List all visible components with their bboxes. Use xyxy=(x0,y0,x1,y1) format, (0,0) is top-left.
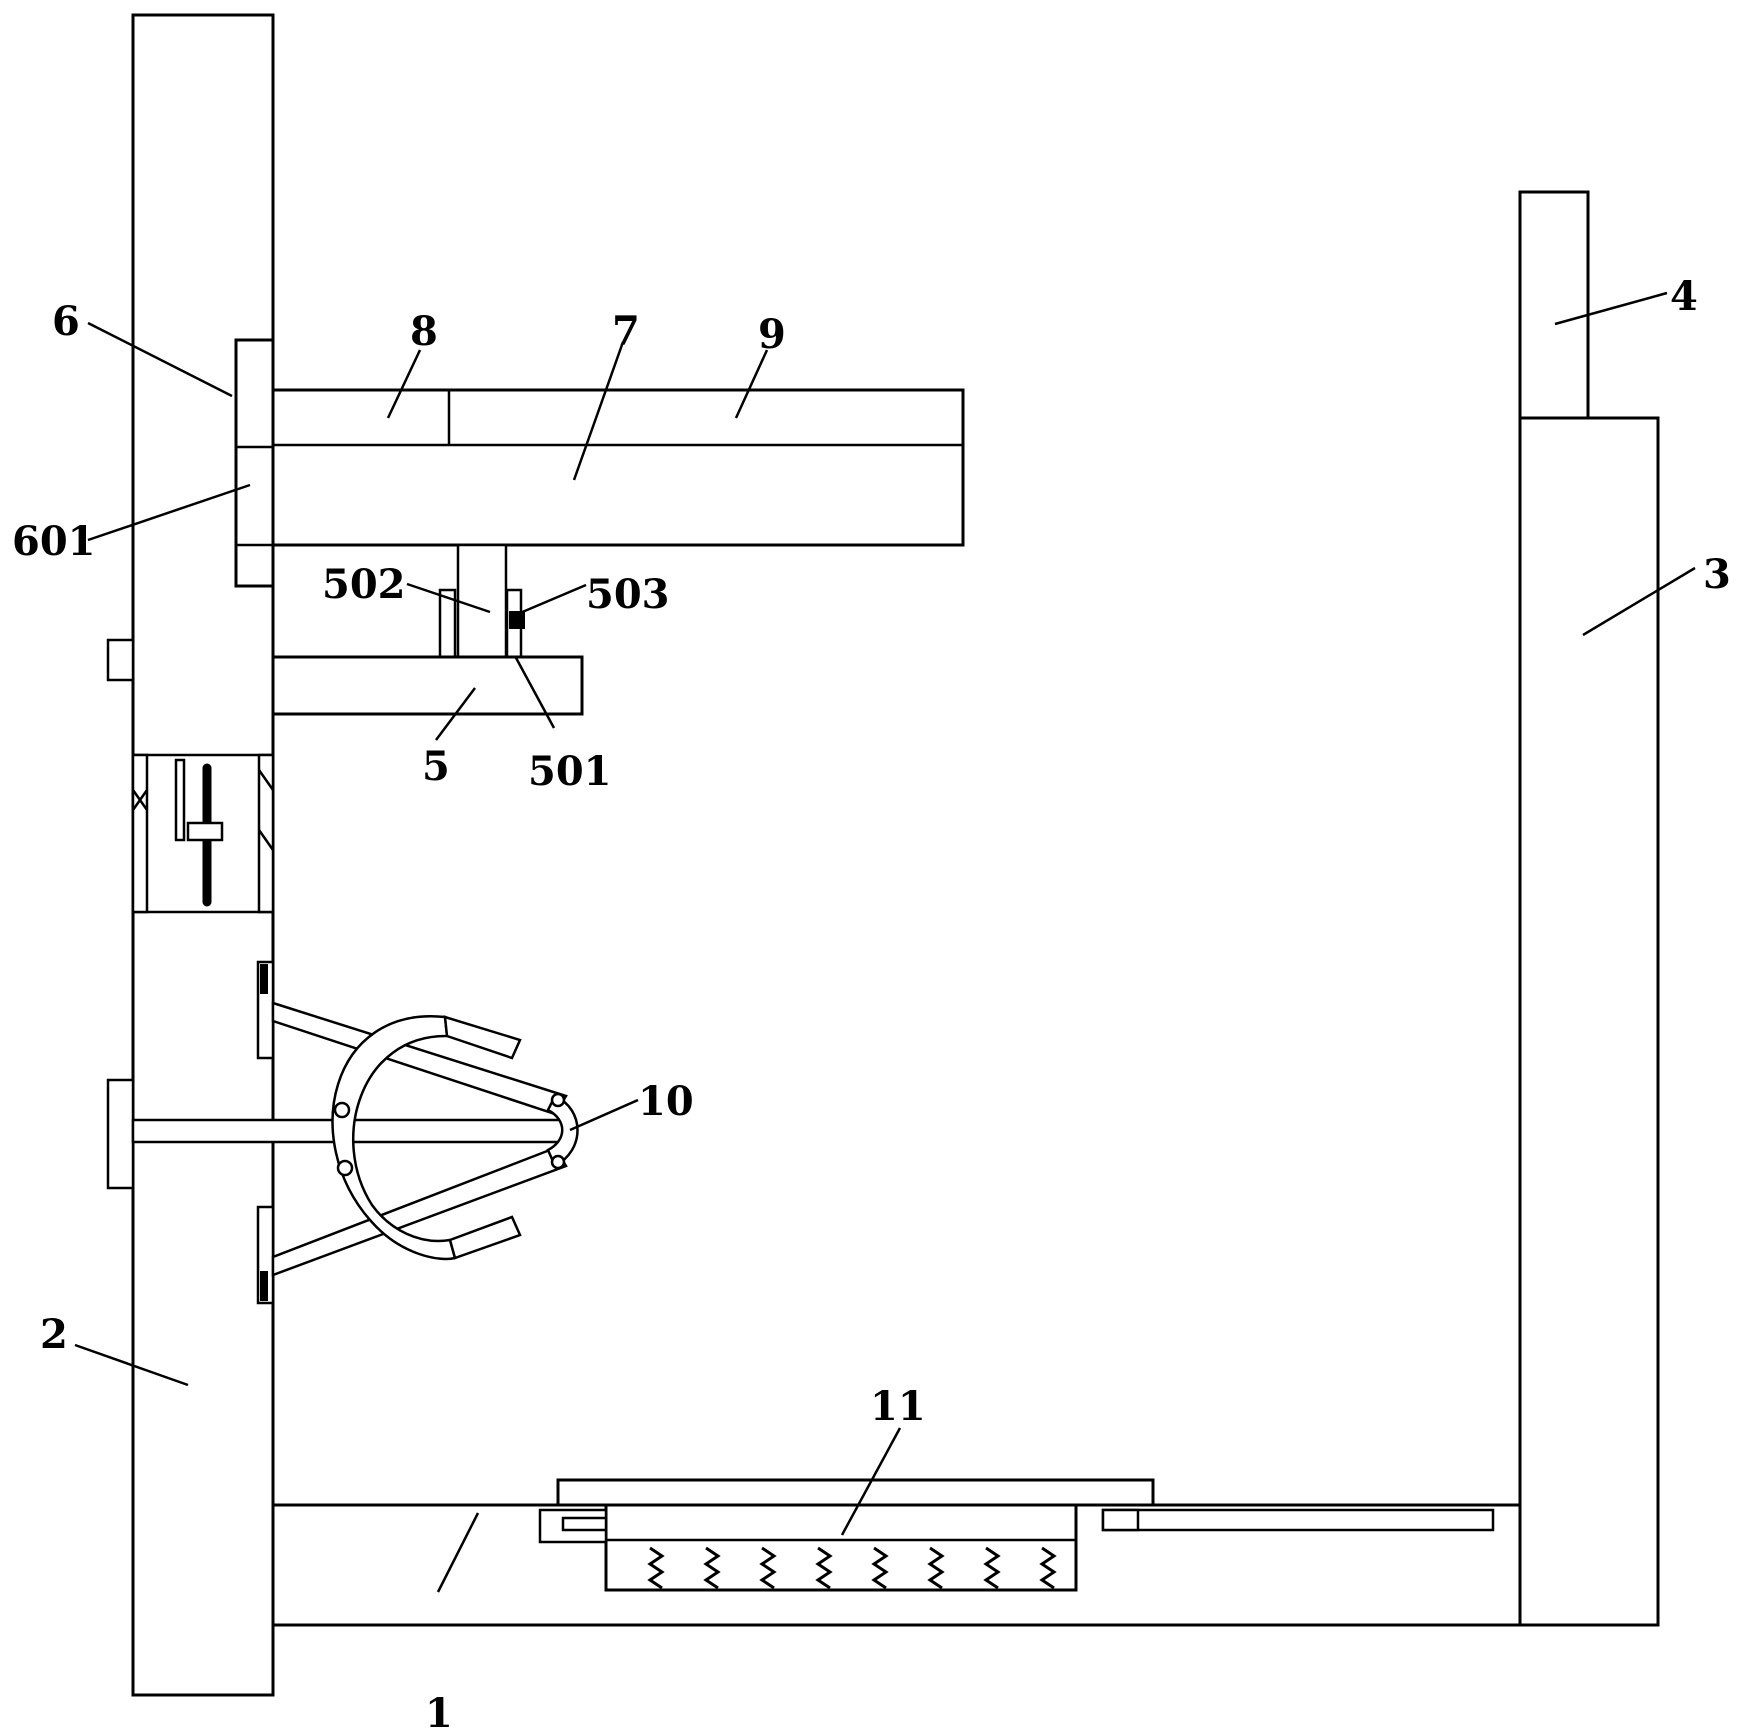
leader-503 xyxy=(519,583,587,615)
callout-5: 5 xyxy=(422,743,450,790)
leader-1 xyxy=(436,1512,480,1593)
right-slide-stop xyxy=(1101,1508,1140,1532)
leader-8 xyxy=(386,349,422,419)
right-slide-rail xyxy=(1101,1508,1495,1532)
tray-body xyxy=(604,1503,1078,1592)
window-left-hatch xyxy=(131,753,149,914)
spring-4 xyxy=(815,1546,833,1590)
callout-8: 8 xyxy=(410,308,438,355)
callout-1: 1 xyxy=(425,1690,453,1730)
leader-9 xyxy=(734,349,769,419)
callout-601: 601 xyxy=(12,518,96,565)
bracket-plate xyxy=(271,655,584,716)
leader-5 xyxy=(435,687,476,741)
callout-2: 2 xyxy=(40,1311,68,1358)
spring-3 xyxy=(759,1546,777,1590)
callout-11: 11 xyxy=(870,1383,926,1430)
clamp-shaft-knob xyxy=(106,1078,135,1190)
arm-post xyxy=(456,543,508,659)
callout-9: 9 xyxy=(758,311,786,358)
right-post-cap xyxy=(1518,190,1590,420)
clamp-pivot-d xyxy=(550,1154,566,1170)
callout-10: 10 xyxy=(638,1078,694,1125)
spring-5 xyxy=(871,1546,889,1590)
leader-11 xyxy=(840,1427,902,1536)
clamp-mount-upper-hatch xyxy=(260,964,268,994)
leader-501 xyxy=(513,655,556,729)
hatch-line-b xyxy=(131,789,149,811)
clamp-tip-upper xyxy=(443,1015,522,1060)
clamp-pivot-c xyxy=(550,1092,566,1108)
slider-block xyxy=(234,338,275,588)
spring-1 xyxy=(647,1546,665,1590)
leader-4 xyxy=(1554,291,1668,326)
callout-4: 4 xyxy=(1670,273,1698,320)
clamp-pivot-b xyxy=(336,1159,354,1177)
callout-3: 3 xyxy=(1703,551,1731,598)
slide-rail xyxy=(174,758,186,842)
hatch-line-d xyxy=(257,829,275,851)
spring-8 xyxy=(1039,1546,1057,1590)
callout-503: 503 xyxy=(586,571,670,618)
clamp-mount-lower-hatch xyxy=(260,1271,268,1301)
spring-7 xyxy=(983,1546,1001,1590)
arm-body xyxy=(271,388,965,547)
leader-10 xyxy=(569,1098,639,1132)
nut-503 xyxy=(509,611,525,629)
tray-left-latch xyxy=(561,1516,608,1532)
spring-6 xyxy=(927,1546,945,1590)
hatch-line-c xyxy=(257,769,275,791)
spring-2 xyxy=(703,1546,721,1590)
callout-6: 6 xyxy=(52,298,80,345)
side-knob xyxy=(106,638,135,682)
callout-7: 7 xyxy=(612,308,640,355)
callout-502: 502 xyxy=(322,561,406,608)
leader-7 xyxy=(572,341,625,481)
springs xyxy=(647,1546,1057,1590)
right-post xyxy=(1518,416,1660,1627)
clamp-tip-lower xyxy=(448,1215,522,1260)
leader-2 xyxy=(74,1343,189,1387)
leader-502 xyxy=(406,582,491,614)
window-right-hatch xyxy=(257,753,275,914)
callout-501: 501 xyxy=(528,748,612,795)
tray-top-plate xyxy=(556,1478,1155,1507)
leader-601 xyxy=(87,483,251,542)
clamp-pivot-a xyxy=(333,1101,351,1119)
leader-6 xyxy=(87,321,233,398)
clamp-jaw-lower xyxy=(271,1146,568,1277)
slide-handle xyxy=(186,821,224,842)
leader-3 xyxy=(1582,566,1696,637)
